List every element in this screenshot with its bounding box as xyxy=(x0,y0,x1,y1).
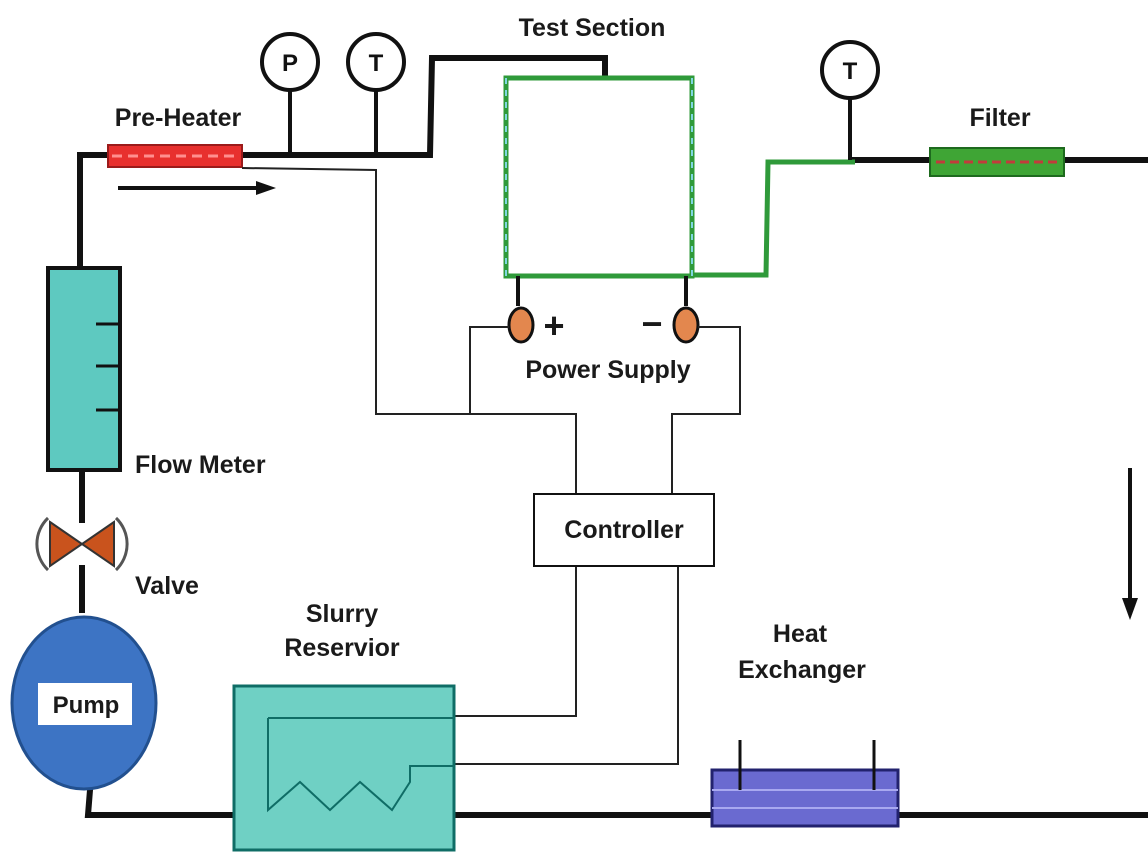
minus-sign: − xyxy=(641,303,662,344)
pump xyxy=(10,615,158,791)
negative-terminal xyxy=(672,276,700,344)
flow-meter xyxy=(46,266,122,472)
controller-label: Controller xyxy=(564,516,684,544)
pressure-gauge: P xyxy=(260,32,320,155)
positive-terminal xyxy=(507,276,535,344)
pipe-top-left xyxy=(237,55,608,158)
test-section-label: Test Section xyxy=(519,14,666,42)
filter-label: Filter xyxy=(969,104,1030,132)
pump-label: Pump xyxy=(53,692,120,719)
test-section xyxy=(503,75,695,279)
filter xyxy=(929,147,1065,177)
slurry-reservoir xyxy=(232,684,456,852)
pipe-bottom xyxy=(84,786,1148,818)
controller-box xyxy=(533,493,715,567)
outlet-temperature-gauge: T xyxy=(820,40,880,160)
flow-arrow-down-icon xyxy=(1122,468,1138,620)
svg-text:T: T xyxy=(843,58,858,85)
pre-heater xyxy=(107,144,243,168)
pipe-test-outlet xyxy=(690,159,855,278)
heat-exchanger-label-1: Heat xyxy=(773,620,828,648)
flow-arrow-right-icon xyxy=(118,181,276,195)
slurry-reservoir-label-1: Slurry xyxy=(306,600,378,628)
svg-text:P: P xyxy=(282,50,298,77)
heat-exchanger-label-2: Exchanger xyxy=(738,656,866,684)
slurry-reservoir-label-2: Reservior xyxy=(284,634,400,662)
valve-icon xyxy=(35,516,129,572)
flow-meter-label: Flow Meter xyxy=(135,451,266,479)
plus-sign: + xyxy=(543,305,564,346)
inlet-temperature-gauge: T xyxy=(346,32,406,155)
svg-text:T: T xyxy=(369,50,384,77)
valve-label: Valve xyxy=(135,572,199,600)
power-supply-label: Power Supply xyxy=(525,356,690,384)
pipe-loop xyxy=(77,55,1148,818)
heat-exchanger xyxy=(710,740,900,828)
pipe-left-upper xyxy=(77,152,113,271)
pre-heater-label: Pre-Heater xyxy=(115,104,242,132)
